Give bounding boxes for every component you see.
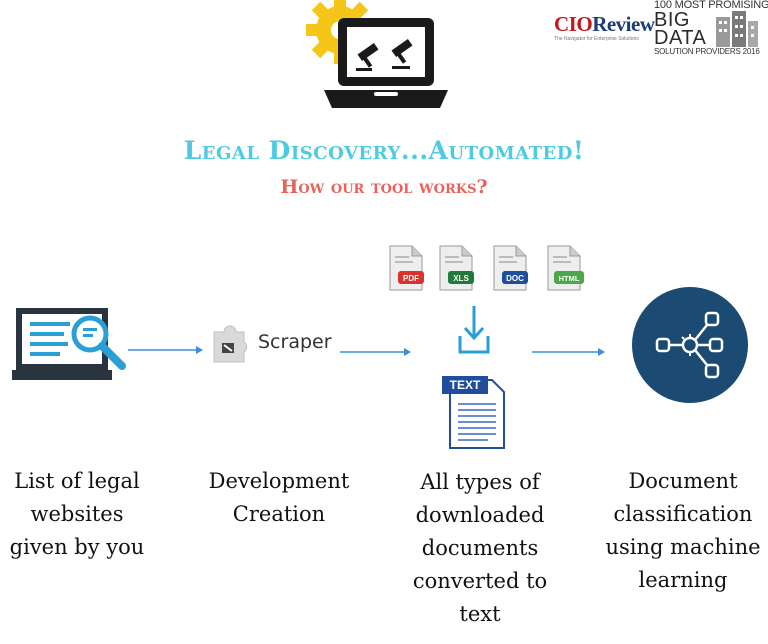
award-top-line: 100 MOST PROMISING — [654, 0, 768, 11]
stage-label-websites: List of legal websites given by you — [9, 469, 145, 559]
cio-logo-prefix: CIO — [554, 12, 593, 36]
building-icon — [716, 11, 759, 47]
award-bottom-line: SOLUTION PROVIDERS 2016 — [654, 47, 760, 56]
page-subtitle: How our tool works? — [280, 176, 488, 198]
pdf-file-icon: PDF — [386, 244, 426, 298]
doc-tag: DOC — [506, 274, 524, 283]
html-tag: HTML — [559, 274, 580, 283]
flow-arrow-3 — [532, 342, 606, 361]
stage-label-classification: Document classification using machine le… — [605, 469, 761, 592]
text-document-icon: TEXT — [440, 374, 510, 454]
xls-file-icon: XLS — [436, 244, 476, 298]
monitor-search-icon — [12, 304, 130, 390]
extension-puzzle-icon — [210, 322, 250, 368]
page-title: Legal Discovery...Automated! — [183, 136, 585, 165]
hero-laptop-gavel-icon — [300, 0, 450, 112]
cio-review-logo: CIOReview The Navigator for Enterprise S… — [554, 12, 655, 48]
pdf-tag: PDF — [403, 274, 419, 283]
doc-file-icon: DOC — [490, 244, 530, 298]
html-file-icon: HTML — [544, 244, 586, 298]
award-big: BIG — [654, 9, 690, 31]
network-classification-icon — [630, 283, 750, 411]
flow-arrow-1 — [128, 340, 204, 359]
xls-tag: XLS — [453, 274, 469, 283]
gavel-icon — [356, 38, 413, 71]
cio-logo-tagline: The Navigator for Enterprise Solutions — [554, 36, 639, 42]
stage-label-conversion: All types of downloaded documents conver… — [412, 470, 548, 626]
big-data-award-logo: 100 MOST PROMISING BIG DATA SOLUTION PRO… — [654, 0, 768, 56]
cio-logo-suffix: Review — [592, 12, 655, 36]
scraper-label: Scraper — [258, 331, 332, 353]
text-badge: TEXT — [450, 378, 481, 392]
stage-label-development: Development Creation — [208, 469, 350, 526]
download-arrow-icon — [456, 304, 492, 360]
award-data: DATA — [654, 27, 707, 49]
flow-arrow-2 — [340, 342, 412, 361]
